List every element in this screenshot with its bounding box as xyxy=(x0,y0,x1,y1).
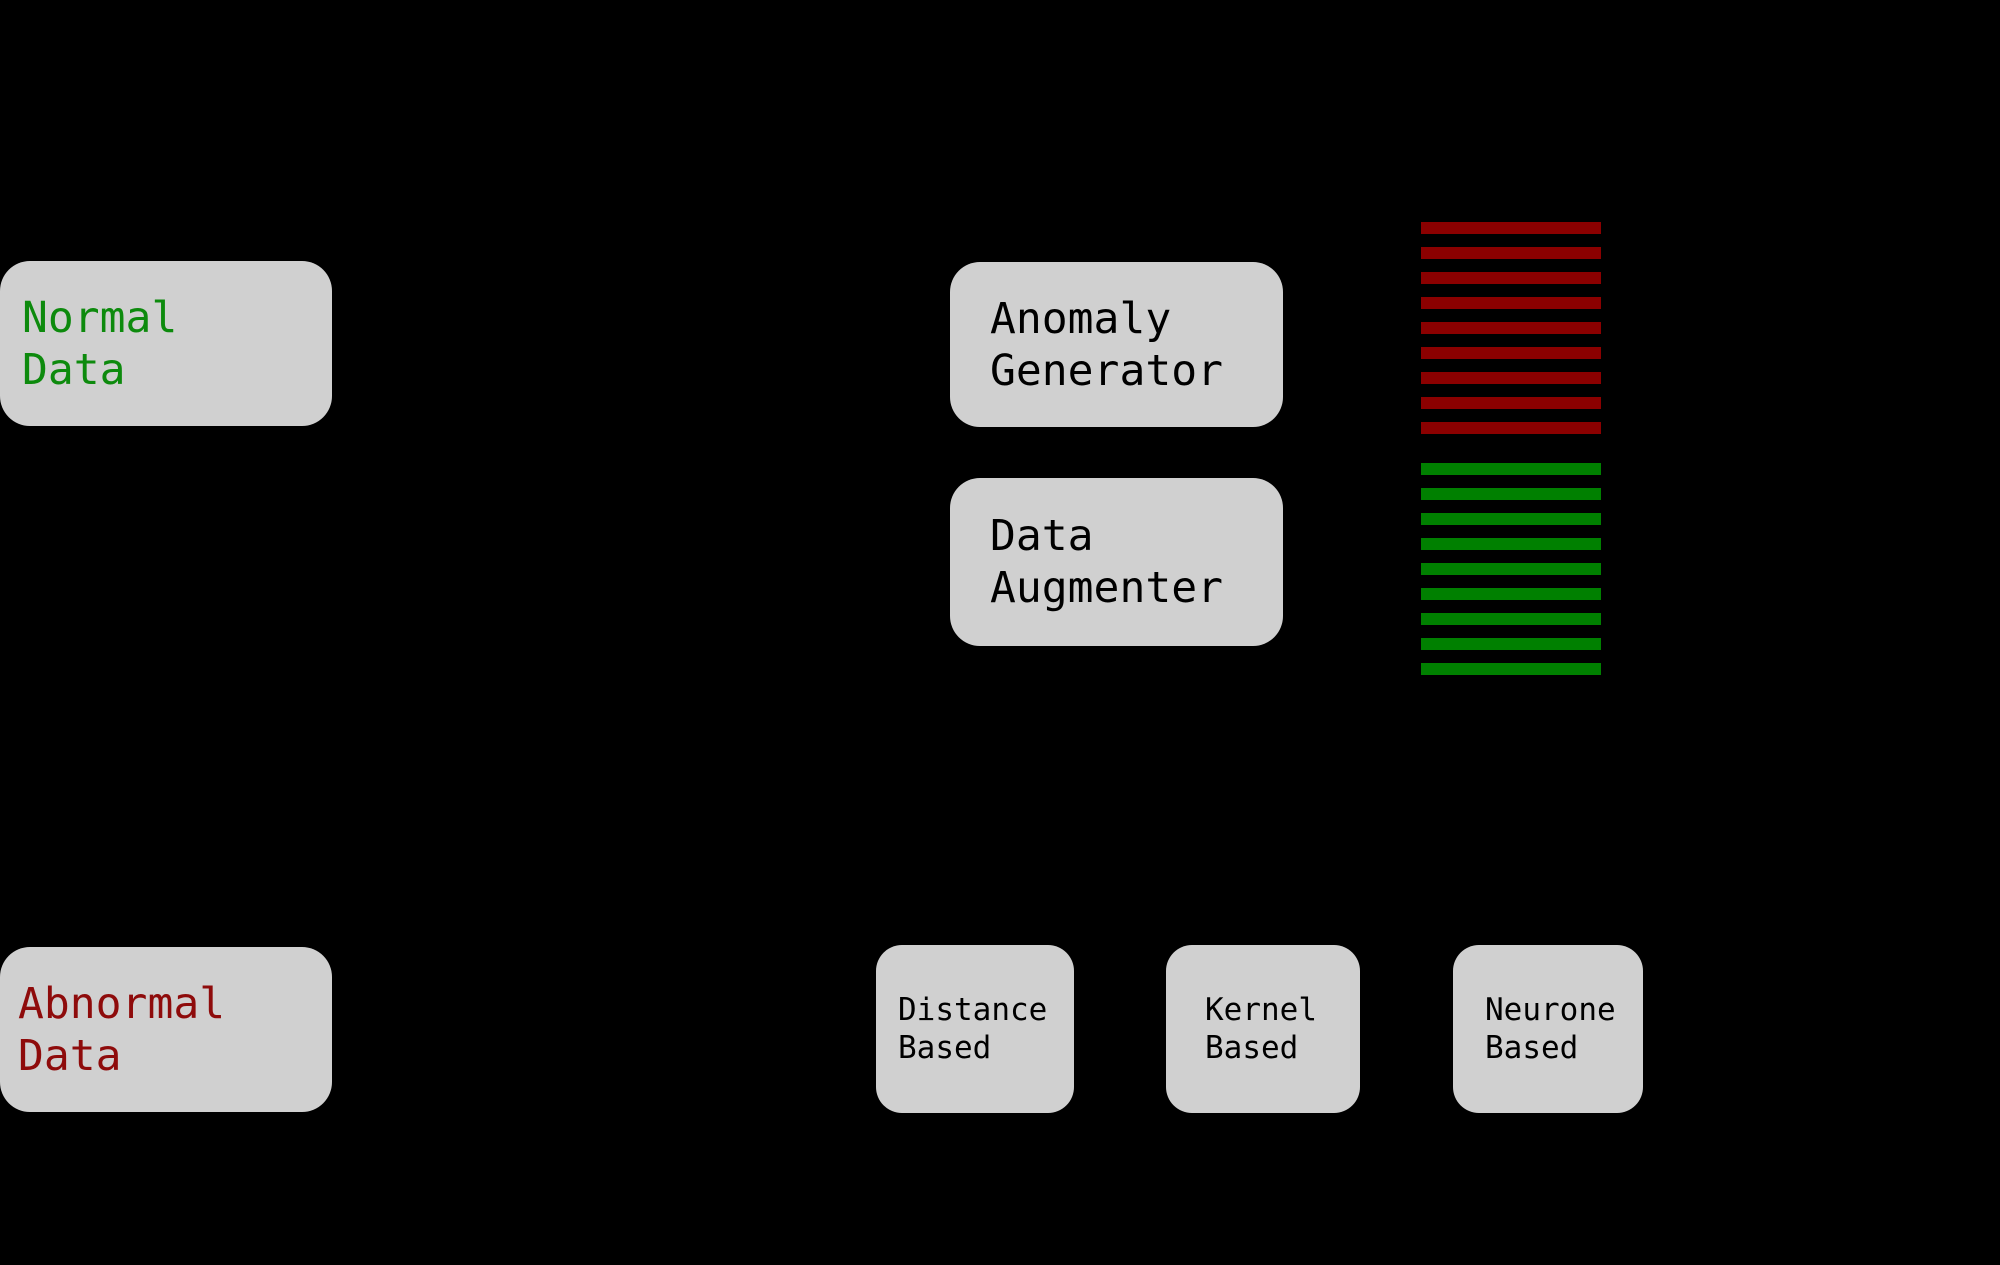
data-row-stripe xyxy=(1421,463,1601,475)
distance-based-label-line2: Based xyxy=(898,1030,992,1066)
data-row-stripe xyxy=(1421,422,1601,434)
data-augmenter-node: Data Augmenter xyxy=(950,478,1283,646)
kernel-based-label-line1: Kernel xyxy=(1205,992,1317,1028)
normal-data-label-line1: Normal xyxy=(22,292,178,343)
normal-data-node: Normal Data xyxy=(0,261,332,426)
abnormal-data-stripe-stack xyxy=(1421,222,1601,434)
kernel-based-label-line2: Based xyxy=(1205,1030,1299,1066)
neurone-based-label-line2: Based xyxy=(1485,1030,1579,1066)
data-row-stripe xyxy=(1421,663,1601,675)
data-row-stripe xyxy=(1421,613,1601,625)
data-row-stripe xyxy=(1421,272,1601,284)
abnormal-data-label-line2: Data xyxy=(18,1030,122,1081)
data-row-stripe xyxy=(1421,638,1601,650)
data-row-stripe xyxy=(1421,222,1601,234)
distance-based-node: Distance Based xyxy=(876,945,1074,1113)
neurone-based-label-line1: Neurone xyxy=(1485,992,1616,1028)
neurone-based-node: Neurone Based xyxy=(1453,945,1643,1113)
data-row-stripe xyxy=(1421,513,1601,525)
data-augmenter-label-line2: Augmenter xyxy=(990,563,1223,613)
data-row-stripe xyxy=(1421,297,1601,309)
data-row-stripe xyxy=(1421,347,1601,359)
abnormal-data-label-line1: Abnormal xyxy=(18,978,226,1029)
data-row-stripe xyxy=(1421,538,1601,550)
abnormal-data-node: Abnormal Data xyxy=(0,947,332,1112)
data-row-stripe xyxy=(1421,563,1601,575)
data-augmenter-label-line1: Data xyxy=(990,511,1094,561)
data-row-stripe xyxy=(1421,488,1601,500)
data-row-stripe xyxy=(1421,372,1601,384)
data-row-stripe xyxy=(1421,322,1601,334)
data-row-stripe xyxy=(1421,247,1601,259)
normal-data-stripe-stack xyxy=(1421,463,1601,675)
anomaly-generator-node: Anomaly Generator xyxy=(950,262,1283,427)
data-row-stripe xyxy=(1421,588,1601,600)
data-row-stripe xyxy=(1421,397,1601,409)
distance-based-label-line1: Distance xyxy=(898,992,1048,1028)
normal-data-label-line2: Data xyxy=(22,344,126,395)
kernel-based-node: Kernel Based xyxy=(1166,945,1360,1113)
anomaly-generator-label-line2: Generator xyxy=(990,345,1223,396)
anomaly-generator-label-line1: Anomaly xyxy=(990,293,1172,344)
